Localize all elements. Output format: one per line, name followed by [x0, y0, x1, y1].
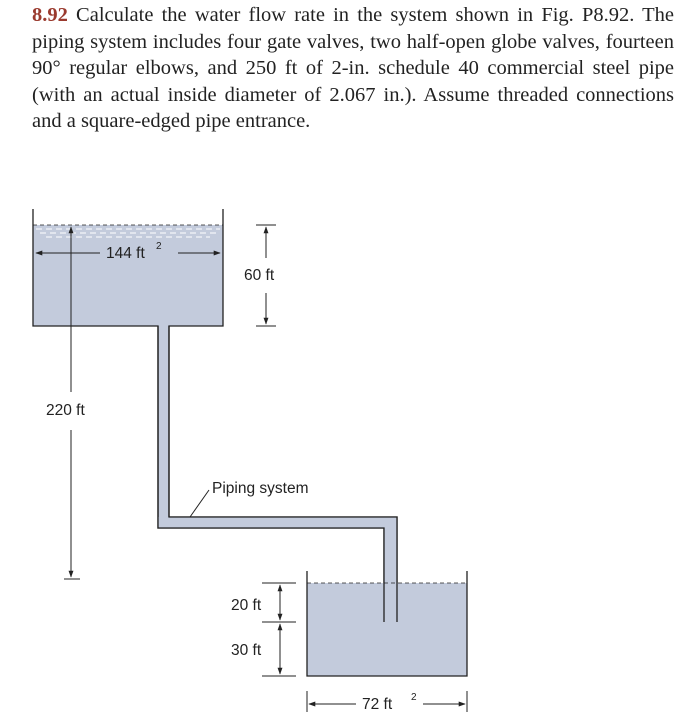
problem-number: 8.92 — [32, 4, 68, 26]
problem-statement: 8.92 Calculate the water flow rate in th… — [32, 2, 674, 135]
lower-area-dimension: 72 ft 2 — [306, 691, 468, 713]
lower-lower-dim-label: 30 ft — [231, 642, 262, 659]
water-surface-dashes — [36, 228, 220, 238]
upper-height-dimension: 60 ft — [244, 224, 276, 327]
pipe-horizontal — [158, 517, 397, 528]
upper-area-dimension: 144 ft 2 — [35, 241, 221, 262]
total-height-label: 220 ft — [46, 402, 85, 419]
upper-tank — [32, 209, 398, 622]
pipe-outline-a — [157, 326, 385, 622]
upper-height-label: 60 ft — [244, 267, 275, 284]
piping-system-label: Piping system — [212, 480, 308, 497]
lower-tank — [306, 571, 468, 677]
svg-text:2: 2 — [411, 692, 417, 703]
upper-tank-water — [33, 225, 223, 326]
lower-dimensions: 20 ft 30 ft — [231, 582, 296, 677]
lower-area-label: 72 ft — [362, 696, 393, 713]
upper-area-label: 144 ft — [106, 245, 145, 262]
lower-upper-dim-label: 20 ft — [231, 597, 262, 614]
total-height-dimension: 220 ft — [46, 226, 85, 580]
svg-text:2: 2 — [156, 241, 162, 252]
pipe-outline-b — [168, 326, 398, 622]
lower-tank-wall — [306, 571, 468, 677]
piping-system-callout: Piping system — [189, 480, 308, 518]
pipe-vertical-down — [158, 326, 169, 520]
problem-text: Calculate the water flow rate in the sys… — [32, 4, 675, 132]
